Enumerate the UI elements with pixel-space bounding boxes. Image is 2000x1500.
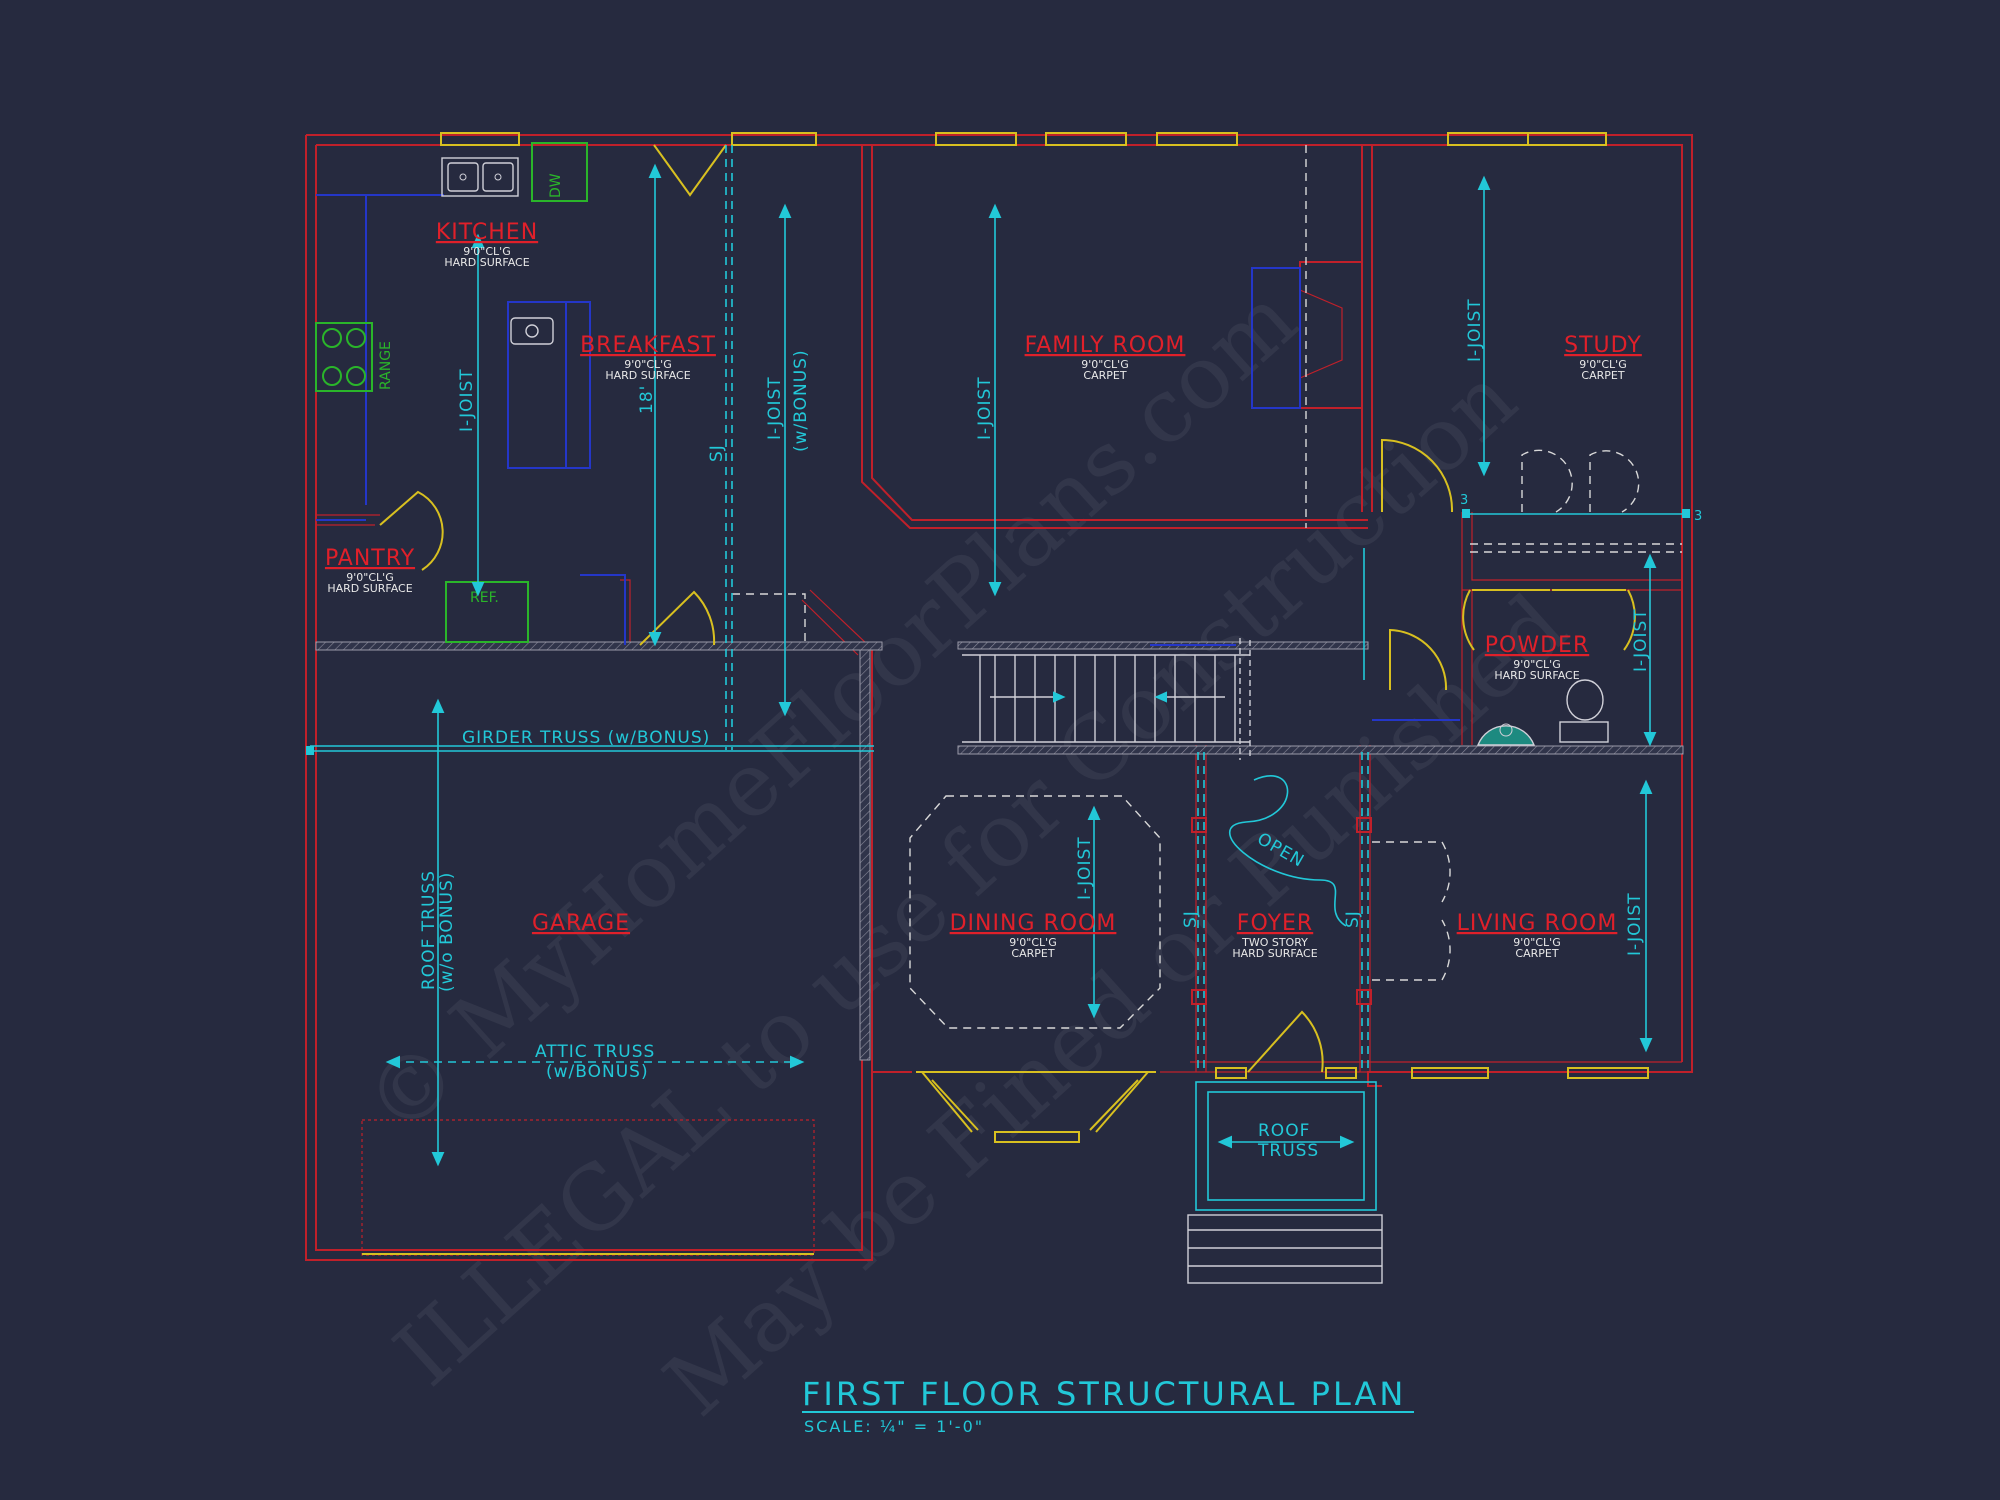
room-breakfast: BREAKFAST 9'0"CL'G HARD SURFACE <box>580 333 716 382</box>
room-finish-study: CARPET <box>1581 369 1624 382</box>
room-kitchen: KITCHEN 9'0"CL'G HARD SURFACE <box>436 220 538 269</box>
roof-truss-label-1: ROOF TRUSS <box>419 870 439 990</box>
title-block: FIRST FLOOR STRUCTURAL PLAN SCALE: ¼" = … <box>802 1375 1414 1436</box>
kitchen-cabinets <box>316 194 1460 721</box>
room-foyer: FOYER TWO STORY HARD SURFACE <box>1232 911 1317 960</box>
room-finish-living: CARPET <box>1515 947 1558 960</box>
ijoist-study: I-JOIST <box>1465 298 1485 362</box>
room-ceiling-powder: 9'0"CL'G <box>1513 658 1560 671</box>
room-finish-powder: HARD SURFACE <box>1494 669 1579 682</box>
sink-icon <box>441 157 519 197</box>
drawing-scale: SCALE: ¼" = 1'-0" <box>804 1417 984 1436</box>
room-dining: DINING ROOM 9'0"CL'G CARPET <box>950 911 1117 960</box>
attic-truss-label-1: ATTIC TRUSS <box>535 1042 655 1062</box>
ijoist-dining: I-JOIST <box>1075 836 1095 900</box>
room-name-powder: POWDER <box>1485 633 1589 658</box>
room-ceiling-breakfast: 9'0"CL'G <box>624 358 671 371</box>
sj-foyer: SJ <box>1343 910 1363 928</box>
room-name-study: STUDY <box>1564 333 1642 358</box>
dishwasher-icon: DW <box>531 142 588 202</box>
refrigerator-icon: REF. <box>445 581 529 643</box>
room-ceiling-dining: 9'0"CL'G <box>1009 936 1056 949</box>
sj-breakfast: SJ <box>707 444 727 462</box>
room-name-pantry: PANTRY <box>325 546 415 571</box>
room-ceiling-foyer: TWO STORY <box>1241 936 1308 949</box>
room-name-breakfast: BREAKFAST <box>580 333 716 358</box>
ijoist-living: I-JOIST <box>1625 892 1645 956</box>
staircase <box>962 638 1383 1284</box>
structural-annotations <box>306 145 1690 1211</box>
attic-truss-label-2: (w/BONUS) <box>546 1062 649 1082</box>
island-sink-icon <box>510 317 554 345</box>
room-study: STUDY 9'0"CL'G CARPET <box>1564 333 1642 382</box>
appliances: DW RANGE REF. <box>315 142 1609 746</box>
girder-truss-label: GIRDER TRUSS (w/BONUS) <box>462 728 710 748</box>
ijoist-powder: I-JOIST <box>1631 608 1651 672</box>
ijoist-family: I-JOIST <box>975 376 995 440</box>
room-name-kitchen: KITCHEN <box>436 220 538 245</box>
room-family: FAMILY ROOM 9'0"CL'G CARPET <box>1025 333 1186 382</box>
room-finish-family: CARPET <box>1083 369 1126 382</box>
room-garage: GARAGE <box>532 911 630 936</box>
room-name-dining: DINING ROOM <box>950 911 1117 936</box>
range-label: RANGE <box>378 341 394 390</box>
room-ceiling-living: 9'0"CL'G <box>1513 936 1560 949</box>
porch-truss-label-2: TRUSS <box>1257 1141 1319 1161</box>
refrigerator-label: REF. <box>470 590 499 606</box>
room-ceiling-kitchen: 9'0"CL'G <box>463 245 510 258</box>
room-ceiling-family: 9'0"CL'G <box>1081 358 1128 371</box>
room-ceiling-study: 9'0"CL'G <box>1579 358 1626 371</box>
room-name-living: LIVING ROOM <box>1457 911 1618 936</box>
powder-sink-icon <box>1476 723 1536 746</box>
room-labels: KITCHEN 9'0"CL'G HARD SURFACE BREAKFAST … <box>325 220 1642 960</box>
ceiling-outlines <box>732 145 1682 1029</box>
sj-dining: SJ <box>1181 910 1201 928</box>
room-finish-pantry: HARD SURFACE <box>327 582 412 595</box>
room-finish-kitchen: HARD SURFACE <box>444 256 529 269</box>
toilet-icon <box>1559 679 1609 743</box>
room-living: LIVING ROOM 9'0"CL'G CARPET <box>1457 911 1618 960</box>
ijoist-kitchen: I-JOIST <box>457 368 477 432</box>
range-icon: RANGE <box>315 322 394 392</box>
ijoist-bonus-label-1: I-JOIST <box>765 376 785 440</box>
room-name-foyer: FOYER <box>1237 911 1313 936</box>
post-markers <box>1191 817 1372 1005</box>
room-pantry: PANTRY 9'0"CL'G HARD SURFACE <box>325 546 415 595</box>
room-powder: POWDER 9'0"CL'G HARD SURFACE <box>1485 633 1589 682</box>
ijoist-bonus-label-2: (w/BONUS) <box>791 349 811 452</box>
room-finish-breakfast: HARD SURFACE <box>605 369 690 382</box>
room-ceiling-pantry: 9'0"CL'G <box>346 571 393 584</box>
mark-3-right: 3 <box>1694 509 1703 524</box>
dishwasher-label: DW <box>548 173 564 198</box>
doors <box>379 144 1640 1073</box>
dim-breakfast: 18' <box>637 385 657 414</box>
room-name-family: FAMILY ROOM <box>1025 333 1186 358</box>
drawing-title: FIRST FLOOR STRUCTURAL PLAN <box>802 1375 1406 1413</box>
room-finish-foyer: HARD SURFACE <box>1232 947 1317 960</box>
room-finish-dining: CARPET <box>1011 947 1054 960</box>
roof-truss-label-2: (w/o BONUS) <box>437 872 457 992</box>
room-name-garage: GARAGE <box>532 911 630 936</box>
porch-truss-label-1: ROOF <box>1258 1121 1310 1141</box>
mark-3-left: 3 <box>1460 493 1469 508</box>
windows <box>362 132 1649 1255</box>
